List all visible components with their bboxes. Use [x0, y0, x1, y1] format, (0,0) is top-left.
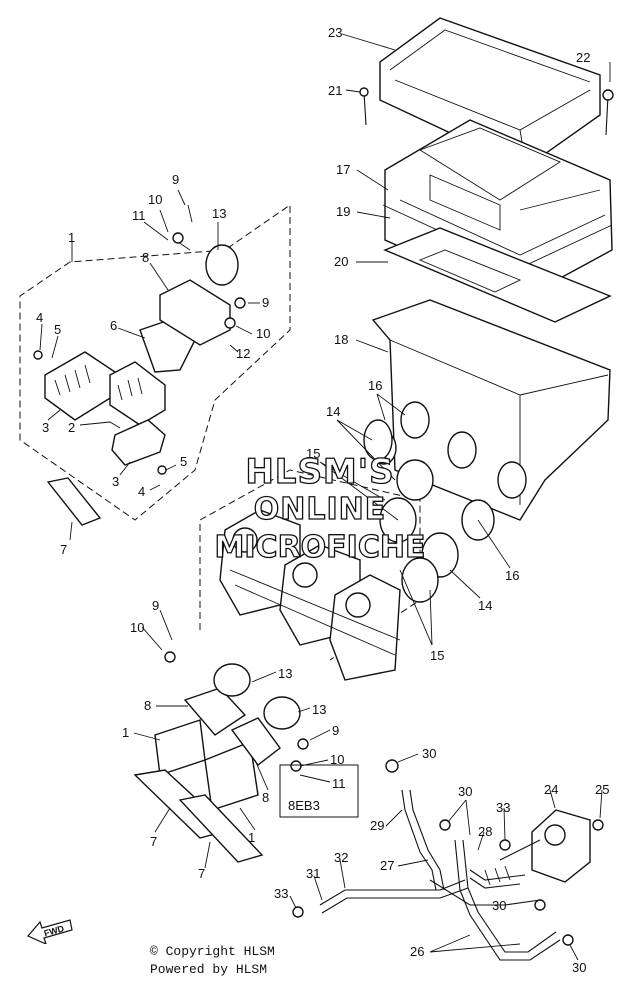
callout-9d: 9: [332, 723, 339, 738]
callout-30b: 30: [458, 784, 472, 799]
callout-26: 26: [410, 944, 424, 959]
callout-10b: 10: [256, 326, 270, 341]
callout-5b: 5: [180, 454, 187, 469]
callout-13c: 13: [312, 702, 326, 717]
callout-28: 28: [478, 824, 492, 839]
callout-20: 20: [334, 254, 348, 269]
fwd-label: FWD: [43, 923, 66, 938]
callout-1a: 1: [68, 230, 75, 245]
variant-label: 8EB3: [288, 798, 320, 813]
callout-11b: 11: [332, 776, 346, 791]
callout-3a: 3: [42, 420, 49, 435]
callout-16a: 16: [368, 378, 382, 393]
bolt-22: [605, 94, 609, 136]
callout-4b: 4: [138, 484, 145, 499]
callout-8a: 8: [142, 250, 149, 265]
callout-25: 25: [595, 782, 609, 797]
fuel-hoses: [292, 759, 574, 961]
callout-9a: 9: [172, 172, 179, 187]
forward-arrow-icon: FWD: [27, 919, 73, 944]
callout-14b: 14: [478, 598, 492, 613]
callout-8b: 8: [144, 698, 151, 713]
reed-valve-upper: [33, 204, 246, 526]
callout-7b: 7: [150, 834, 157, 849]
callout-30c: 30: [492, 898, 506, 913]
airbox-lower: [371, 299, 611, 521]
callout-18: 18: [334, 332, 348, 347]
callout-31: 31: [306, 866, 320, 881]
callout-29: 29: [370, 818, 384, 833]
callout-10c: 10: [130, 620, 144, 635]
carb-joints-14: [363, 419, 495, 603]
callout-5a: 5: [54, 322, 61, 337]
callout-19: 19: [336, 204, 350, 219]
callout-1b: 1: [122, 725, 129, 740]
watermark-line-3: MICROFICHE: [214, 529, 426, 565]
callout-15b: 15: [430, 648, 444, 663]
callout-14a: 14: [326, 404, 340, 419]
callout-10a: 10: [148, 192, 162, 207]
callout-12: 12: [236, 346, 250, 361]
copyright-text: © Copyright HLSM: [150, 944, 275, 959]
callout-30d: 30: [572, 960, 586, 975]
group-1-outline: [19, 204, 291, 521]
callout-8c: 8: [262, 790, 269, 805]
reed-valve-lower: [133, 651, 309, 863]
callout-23: 23: [328, 25, 342, 40]
callout-1c: 1: [248, 830, 255, 845]
callout-24: 24: [544, 782, 558, 797]
fuel-pump: [531, 809, 604, 883]
variant-box: [279, 764, 359, 818]
callout-17: 17: [336, 162, 350, 177]
callout-33b: 33: [274, 886, 288, 901]
carburetors: [219, 509, 401, 681]
airbox-cover: [379, 17, 601, 169]
callout-15a: 15: [306, 446, 320, 461]
callout-32: 32: [334, 850, 348, 865]
watermark-line-2: ONLINE: [253, 491, 387, 527]
callout-10d: 10: [330, 752, 344, 767]
callout-27: 27: [380, 858, 394, 873]
callout-30a: 30: [422, 746, 436, 761]
callout-9b: 9: [262, 295, 269, 310]
callout-21: 21: [328, 83, 342, 98]
watermark-line-1: HLSM'S: [245, 451, 395, 492]
callout-numbers: 23 22 21 17 19 20 18 16 14 15 16 14 15 9…: [36, 25, 609, 975]
callout-2: 2: [68, 420, 75, 435]
callout-4a: 4: [36, 310, 43, 325]
callout-9c: 9: [152, 598, 159, 613]
callout-6: 6: [110, 318, 117, 333]
callout-11a: 11: [132, 208, 146, 223]
callout-13a: 13: [212, 206, 226, 221]
callout-7a: 7: [60, 542, 67, 557]
powered-by-text: Powered by HLSM: [150, 962, 268, 977]
callout-3b: 3: [112, 474, 119, 489]
callout-13b: 13: [278, 666, 292, 681]
callout-16b: 16: [505, 568, 519, 583]
carb-group-outline: [199, 469, 421, 661]
bolt-21: [363, 91, 367, 126]
callout-33a: 33: [496, 800, 510, 815]
callout-22: 22: [576, 50, 590, 65]
callout-7c: 7: [198, 866, 205, 881]
leader-lines: [39, 33, 611, 961]
